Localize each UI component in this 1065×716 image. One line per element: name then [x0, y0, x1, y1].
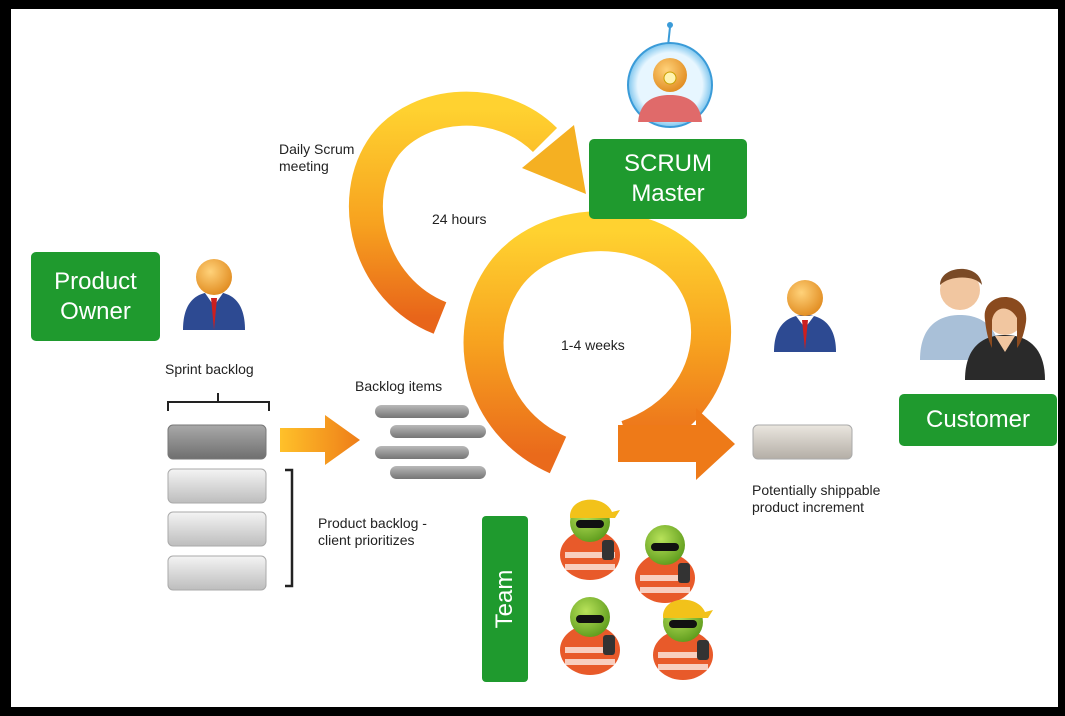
flow-arrow — [280, 415, 360, 465]
team-member-icon-3 — [560, 597, 620, 675]
team-badge — [482, 516, 528, 682]
product-owner-badge: Product Owner — [31, 252, 160, 341]
backlog-items-label: Backlog items — [355, 378, 443, 394]
customer-people-icon — [920, 268, 1045, 380]
product-owner-label: Product Owner — [54, 267, 137, 325]
sprint-backlog-bracket — [167, 393, 270, 411]
twenty-four-hours-label: 24 hours — [432, 211, 487, 227]
scrum-master-badge: SCRUM Master — [589, 139, 747, 219]
sprint-cycle-arc — [463, 211, 735, 480]
team-label: Team — [491, 569, 518, 629]
frame-border-right — [1058, 0, 1065, 716]
product-backlog-label: Product backlog - client prioritizes — [318, 515, 427, 548]
product-owner-person-icon — [183, 259, 245, 330]
team-lead-person-icon — [774, 280, 836, 352]
customer-label: Customer — [925, 406, 1031, 433]
frame-border-bottom — [0, 707, 1065, 716]
customer-badge: Customer — [899, 394, 1057, 446]
one-to-four-weeks-label: 1-4 weeks — [561, 337, 625, 353]
frame-border-left — [0, 0, 11, 716]
team-member-icon-1 — [560, 499, 620, 580]
product-increment — [752, 424, 853, 460]
team-member-icon-4 — [653, 599, 713, 680]
frame-border-top — [0, 0, 1065, 9]
team-member-icon-2 — [635, 525, 695, 603]
product-backlog-bracket — [285, 468, 294, 588]
scrum-master-label: SCRUM Master — [624, 150, 712, 207]
daily-cycle-arc — [348, 91, 586, 334]
daily-scrum-label: Daily Scrum meeting — [279, 141, 355, 174]
sprint-backlog-label: Sprint backlog — [165, 361, 254, 377]
backlog-stack — [167, 424, 267, 591]
backlog-items-list — [375, 405, 486, 479]
scrum-master-person-icon — [627, 22, 713, 128]
potentially-shippable-label: Potentially shippable product increment — [752, 482, 881, 515]
